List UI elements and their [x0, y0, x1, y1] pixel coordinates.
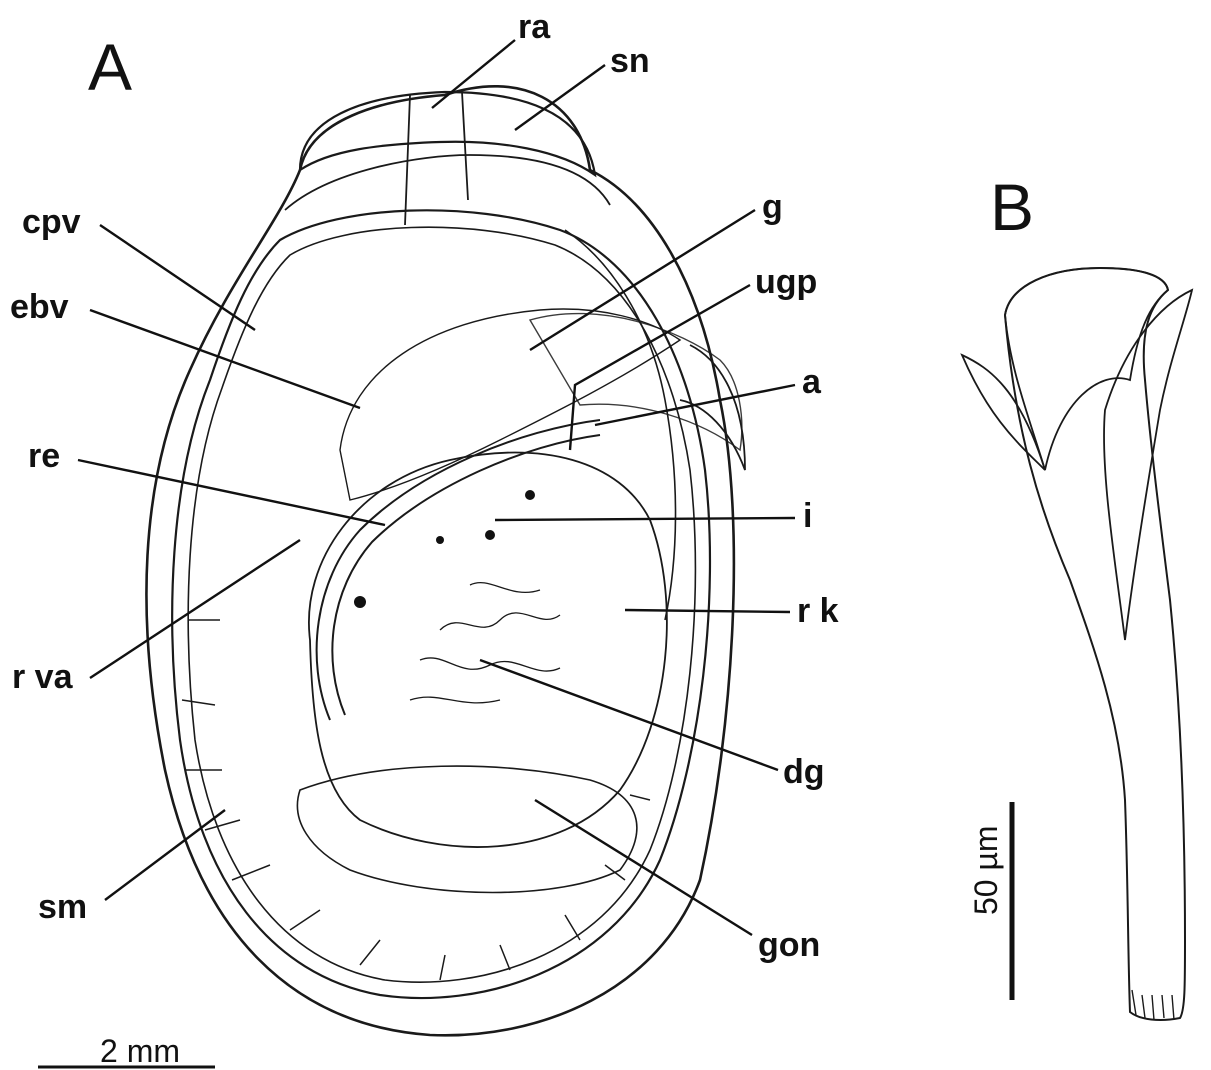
intestine-spots: [354, 490, 535, 608]
spicule-right-flap: [1104, 290, 1192, 640]
leader-rk: [625, 610, 790, 612]
leader-re: [78, 460, 385, 525]
scale-bar-b-label: 50 µm: [968, 825, 1004, 915]
leader-ra: [432, 40, 515, 108]
leader-i: [495, 518, 795, 520]
ridge-line: [285, 155, 610, 210]
scale-bar-a-label: 2 mm: [100, 1033, 180, 1069]
label-sm: sm: [38, 888, 87, 926]
spicule-body: [1005, 268, 1185, 1020]
visceral-mass: [309, 453, 667, 848]
spicule-left-flap: [962, 355, 1045, 470]
label-dg: dg: [783, 753, 825, 791]
leader-sn: [515, 65, 605, 130]
leader-ebv: [90, 310, 360, 408]
label-re: re: [28, 437, 60, 475]
gill-region: [530, 314, 742, 450]
label-a: a: [802, 363, 822, 401]
leader-dg: [480, 660, 778, 770]
leader-lines: [78, 40, 795, 935]
label-gon: gon: [758, 926, 820, 964]
label-ebv: ebv: [10, 288, 69, 326]
raphe: [405, 92, 468, 225]
panel-a-drawing: [146, 86, 745, 1035]
rectum: [317, 420, 600, 720]
label-rk: r k: [797, 592, 839, 630]
spicule-base: [1132, 990, 1174, 1020]
label-ra: ra: [518, 8, 551, 46]
scale-bar-a: 2 mm: [38, 1033, 215, 1069]
panel-label-b: B: [990, 170, 1034, 244]
scale-bar-b: 50 µm: [968, 802, 1012, 1000]
leader-gon: [535, 800, 752, 935]
shell-valve-inner: [188, 227, 695, 982]
label-ugp: ugp: [755, 263, 817, 301]
label-rva: r va: [12, 658, 74, 696]
ebv-striated-region: [340, 309, 680, 500]
gonad: [297, 766, 636, 892]
panel-label-a: A: [88, 30, 132, 104]
label-sn: sn: [610, 42, 650, 80]
leader-rva: [90, 540, 300, 678]
leader-cpv: [100, 225, 255, 330]
label-g: g: [762, 188, 783, 226]
shell-margin-segments: [182, 620, 650, 980]
mantle-fold: [565, 230, 676, 620]
label-cpv: cpv: [22, 203, 81, 241]
label-i: i: [803, 497, 812, 535]
digestive-gland-tubules: [410, 583, 560, 703]
outer-body-outline: [146, 86, 733, 1035]
